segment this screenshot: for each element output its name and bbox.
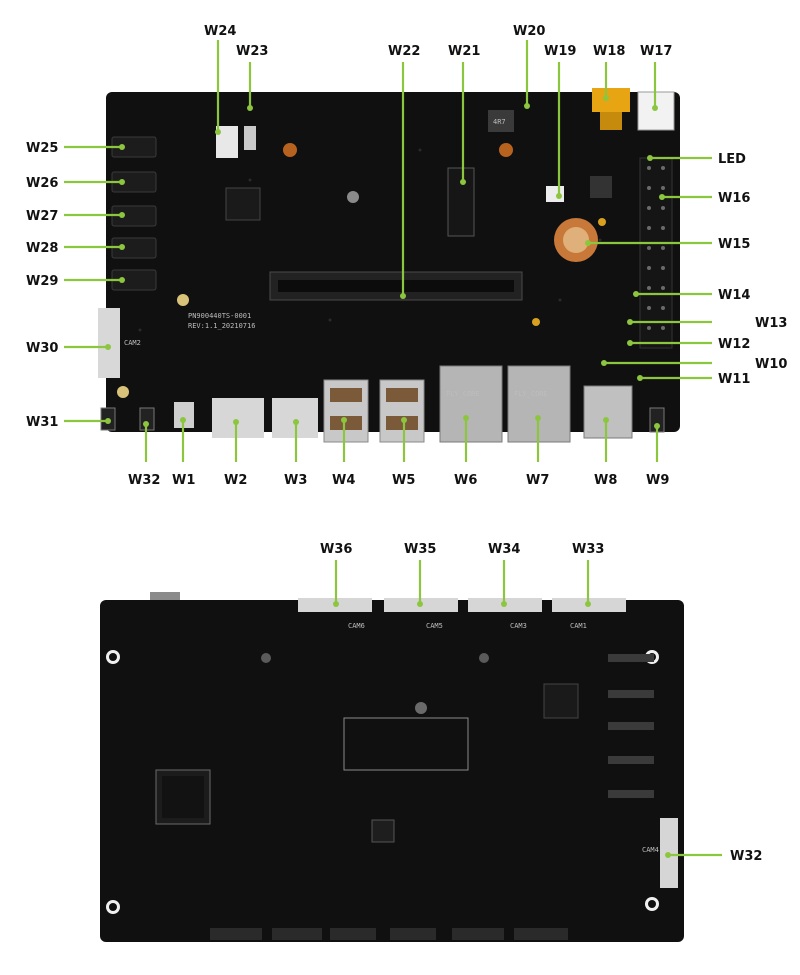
label-w27: W27 [26, 209, 58, 224]
label-w26: W26 [26, 176, 58, 191]
usb-c-port [174, 402, 194, 428]
label-w31: W31 [26, 415, 58, 430]
label-w32-top: W32 [128, 473, 160, 488]
bottom-leaders [333, 560, 722, 858]
bottom-edge-ports: FLY_CORE FLY_CORE [100, 365, 665, 443]
cam2-silk: CAM2 [124, 339, 141, 347]
top-leaders [64, 40, 712, 462]
cam2-connector [98, 308, 120, 378]
top-pcb [106, 92, 680, 432]
hdmi-1 [212, 398, 264, 438]
label-w9: W9 [646, 473, 669, 488]
label-w23: W23 [236, 44, 268, 59]
label-w30: W30 [26, 341, 58, 356]
silk-cam5: CAM5 [426, 622, 443, 630]
gpio-header [639, 157, 673, 349]
label-w33: W33 [572, 542, 604, 557]
label-w6: W6 [454, 473, 477, 488]
flash-chip [447, 167, 475, 237]
label-w16: W16 [718, 191, 750, 206]
rj45-3 [583, 385, 633, 439]
label-w32-bottom: W32 [730, 849, 762, 864]
inductor-silk: 4R7 [493, 118, 506, 126]
label-w5: W5 [392, 473, 415, 488]
bottom-labels: W36 W35 W34 W33 W32 [320, 542, 762, 864]
label-w11: W11 [718, 372, 750, 387]
label-w3: W3 [284, 473, 307, 488]
rj45-2-silk: FLY_CORE [514, 390, 548, 398]
power-connector [592, 88, 630, 112]
label-w35: W35 [404, 542, 436, 557]
label-w7: W7 [526, 473, 549, 488]
label-w36: W36 [320, 542, 352, 557]
label-w28: W28 [26, 241, 58, 256]
label-w19: W19 [544, 44, 576, 59]
label-w15: W15 [718, 237, 750, 252]
label-w22: W22 [388, 44, 420, 59]
label-w13: W13 [755, 316, 787, 331]
part-number: PN900440TS-0001 [188, 312, 251, 320]
silk-cam1: CAM1 [570, 622, 587, 630]
label-w24: W24 [204, 24, 236, 39]
label-w20: W20 [513, 24, 545, 39]
label-w14: W14 [718, 288, 750, 303]
label-w18: W18 [593, 44, 625, 59]
chip-b [225, 187, 261, 221]
rj45-1 [439, 365, 503, 443]
rj45-1-silk: FLY_CORE [446, 390, 480, 398]
module-outline [343, 717, 469, 771]
silk-cam4: CAM4 [642, 846, 659, 854]
bottom-pcb [100, 600, 684, 942]
inductor [488, 110, 514, 132]
label-w10: W10 [755, 357, 787, 372]
label-w12: W12 [718, 337, 750, 352]
label-w8: W8 [594, 473, 617, 488]
label-w34: W34 [488, 542, 520, 557]
bottom-board: CAM6 CAM5 CAM3 CAM1 CAM4 [100, 592, 684, 942]
label-w21: W21 [448, 44, 480, 59]
label-w25: W25 [26, 141, 58, 156]
label-w4: W4 [332, 473, 355, 488]
label-led: LED [718, 152, 746, 167]
label-w2: W2 [224, 473, 247, 488]
top-labels: W24 W23 W22 W21 W20 W19 W18 W17 W25 W26 … [26, 24, 787, 488]
label-w29: W29 [26, 274, 58, 289]
silk-cam6: CAM6 [348, 622, 365, 630]
silk-cam3: CAM3 [510, 622, 527, 630]
top-board: CAM2 4R7 [98, 88, 680, 443]
revision: REV:1.1_20210716 [188, 322, 255, 330]
label-w17: W17 [640, 44, 672, 59]
label-w1: W1 [172, 473, 195, 488]
